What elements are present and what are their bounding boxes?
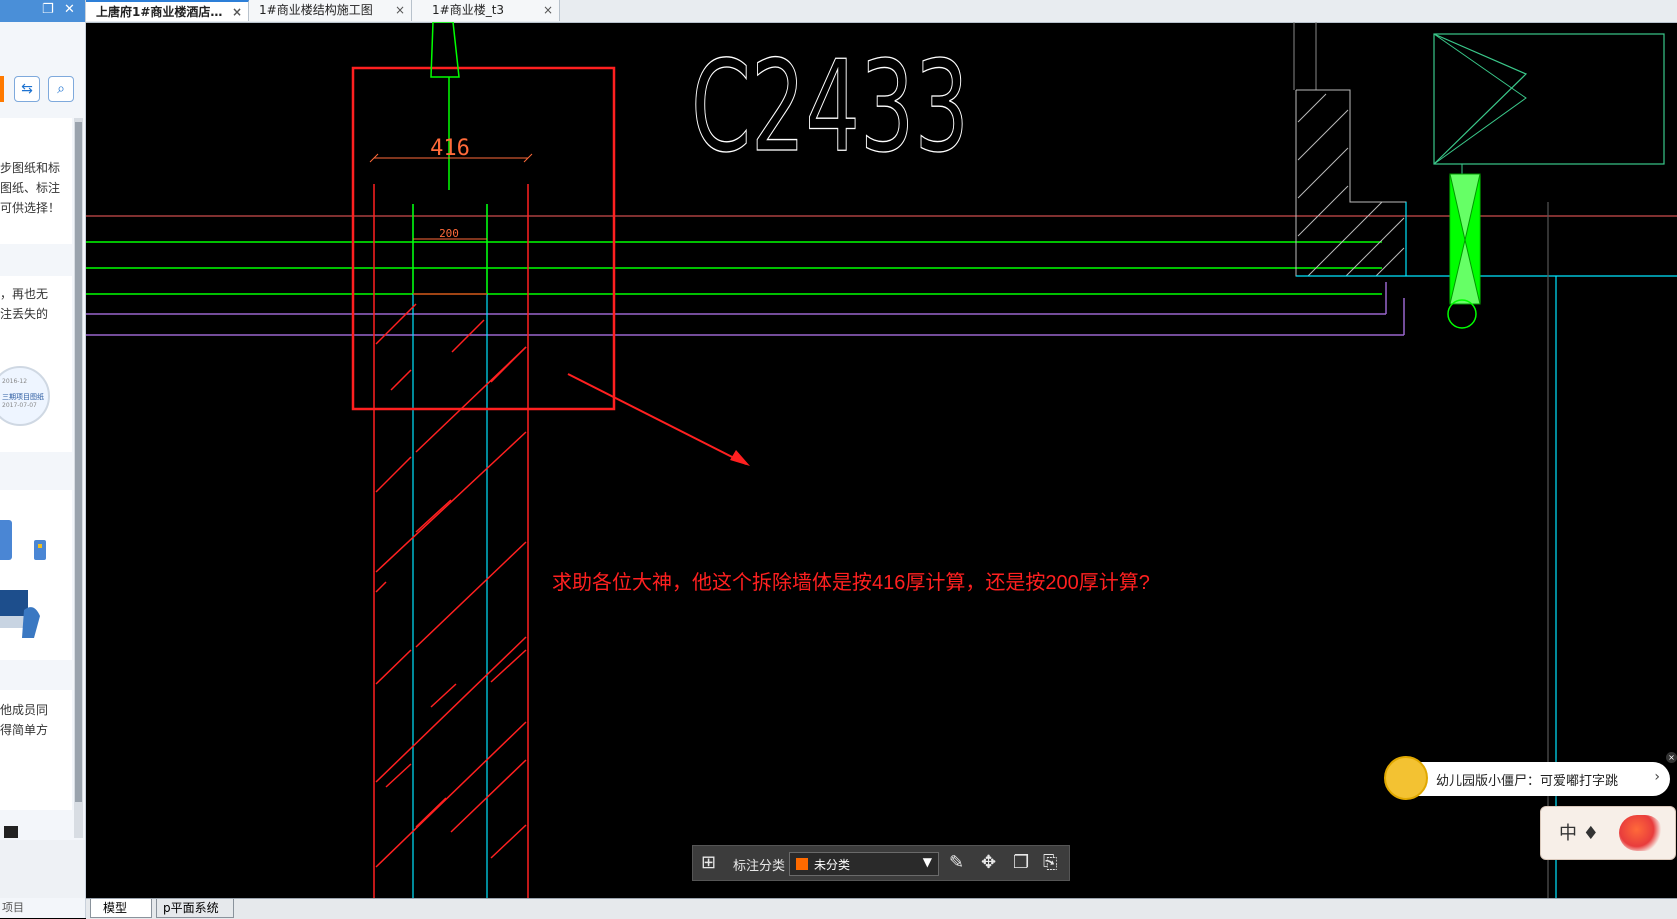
equipment-box-diagonal <box>1433 33 1527 165</box>
close-tab-icon[interactable]: × <box>542 3 553 17</box>
tip-1-line-3: 可供选择！ <box>0 201 61 215</box>
tip-3-line-2: 得简单方 <box>0 723 49 737</box>
question-annotation: 求助各位大神，他这个拆除墙体是按416厚计算，还是按200厚计算? <box>552 571 1150 594</box>
dim-tick <box>369 153 379 163</box>
left-panel-titlebar: ❐ ✕ <box>0 0 85 22</box>
left-side-panel: ❐ ✕ ⇆ ⌕ 步图纸和标 图纸、标注 可供选择！ ，再也无 注丢失的 2016… <box>0 0 86 918</box>
sync-button[interactable]: ⇆ <box>14 76 40 102</box>
annotation-category-select[interactable]: 未分类 ▼ <box>789 852 939 876</box>
tip-3-line-1: 他成员同 <box>0 703 49 717</box>
valve-triangle <box>1449 173 1481 241</box>
tab-structure-drawing[interactable]: 1#商业楼结构施工图 × <box>249 0 412 21</box>
tip-2-line-2: 注丢失的 <box>0 307 49 321</box>
tab-hotel-drawing[interactable]: 上唐府1#商业楼酒店… × <box>86 0 249 21</box>
tab-t3-drawing[interactable]: 1#商业楼_t3 × <box>412 0 560 21</box>
tip-card-3: 他成员同 得简单方 <box>0 690 72 810</box>
ime-mode-text: 中 ♦ <box>1559 823 1599 844</box>
chevron-down-icon: ▼ <box>922 855 932 869</box>
annotation-category-label: 标注分类 <box>733 859 786 874</box>
annotation-toolbar: ⊞ 标注分类 未分类 ▼ ✎ ✥ ❐ ⎘ <box>692 845 1070 881</box>
tip-card-2: ，再也无 注丢失的 2016-12 三期项目图纸 2017-07-07 <box>0 276 72 452</box>
device-illustration-icon <box>0 520 46 638</box>
dim-200-text: 200 <box>439 227 459 240</box>
ime-widget[interactable]: 中 ♦ <box>1540 806 1676 860</box>
illustration-card <box>0 490 72 660</box>
cursor-tool-icon <box>4 826 18 838</box>
close-tab-icon[interactable]: × <box>394 3 405 17</box>
notification-text: 幼儿园版小僵尸：可爱嘟打字跳 <box>1436 774 1619 789</box>
cad-drawing-canvas[interactable]: 416 200 C2433 求助各位大神，他这个拆除墙体是按416厚计算，还是按… <box>86 22 1677 898</box>
thumb-date-old: 2016-12 <box>2 378 28 385</box>
axis-marker-icon <box>430 22 460 78</box>
dim-tick <box>523 153 533 163</box>
tab-model[interactable]: 模型 <box>90 899 152 918</box>
close-window-icon[interactable]: ✕ <box>64 2 75 17</box>
close-tab-icon[interactable]: × <box>231 5 242 19</box>
tip-2-line-1: ，再也无 <box>0 287 49 301</box>
search-button[interactable]: ⌕ <box>48 76 74 102</box>
valve-triangle <box>1449 239 1481 305</box>
tab-label: 上唐府1#商业楼酒店… <box>96 5 223 19</box>
notification-close-icon[interactable]: × <box>1666 752 1677 763</box>
category-select-value: 未分类 <box>814 858 851 872</box>
arrow-head <box>730 450 750 466</box>
thumb-project-name: 三期项目图纸 <box>2 393 44 401</box>
thumbnail-circle: 2016-12 三期项目图纸 2017-07-07 <box>0 366 50 426</box>
window-code-label: C2433 <box>691 33 969 180</box>
tip-1-line-2: 图纸、标注 <box>0 181 61 195</box>
left-panel-footer <box>0 840 85 898</box>
highlight-box <box>351 66 616 411</box>
layout-tab-bar: 模型 p平面系统 <box>86 898 1677 919</box>
annotation-arrow <box>567 373 747 465</box>
concrete-column-hatch <box>1295 89 1407 277</box>
tip-card-1: 步图纸和标 图纸、标注 可供选择！ <box>0 118 72 244</box>
notification-bubble[interactable]: 幼儿园版小僵尸：可爱嘟打字跳 › <box>1384 756 1670 800</box>
goldfish-skin-icon <box>1619 815 1663 851</box>
tab-label: 1#商业楼_t3 <box>432 3 505 17</box>
tip-1-line-1: 步图纸和标 <box>0 161 61 175</box>
document-tab-bar: 上唐府1#商业楼酒店… × 1#商业楼结构施工图 × 1#商业楼_t3 × <box>86 0 1677 23</box>
restore-window-icon[interactable]: ❐ <box>42 2 54 17</box>
valve-circle <box>1447 299 1477 329</box>
chevron-right-icon[interactable]: › <box>1654 769 1660 785</box>
category-color-swatch <box>796 858 808 870</box>
grid-apps-icon[interactable]: ⊞ <box>701 852 717 873</box>
equipment-box <box>1433 33 1665 165</box>
move-icon[interactable]: ✥ <box>981 852 997 873</box>
footer-project-text: 项目 <box>2 901 24 914</box>
wall-hatch-pattern <box>375 303 527 868</box>
paste-icon[interactable]: ⎘ <box>1043 852 1058 873</box>
tab-label: 1#商业楼结构施工图 <box>259 3 373 17</box>
edit-note-icon[interactable]: ✎ <box>949 852 965 873</box>
tab-plan-system[interactable]: p平面系统 <box>156 899 234 918</box>
mascot-avatar <box>1384 756 1428 800</box>
orange-tab-marker <box>0 76 4 102</box>
equipment-box-diagonal <box>1433 33 1528 165</box>
thumb-date: 2017-07-07 <box>2 402 37 409</box>
dim-416-text: 416 <box>430 136 470 161</box>
left-panel-scroll-thumb[interactable] <box>75 122 82 802</box>
copy-icon[interactable]: ❐ <box>1013 852 1030 873</box>
